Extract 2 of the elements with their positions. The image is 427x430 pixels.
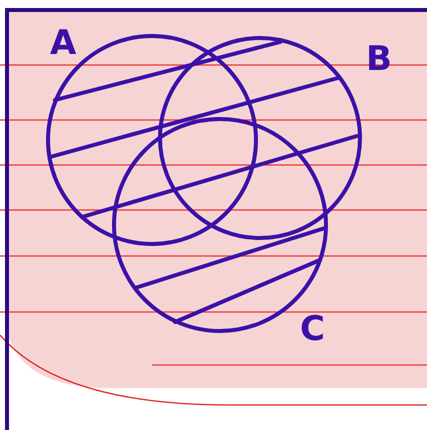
set-label: A [50, 26, 76, 60]
set-label: C [300, 312, 325, 346]
